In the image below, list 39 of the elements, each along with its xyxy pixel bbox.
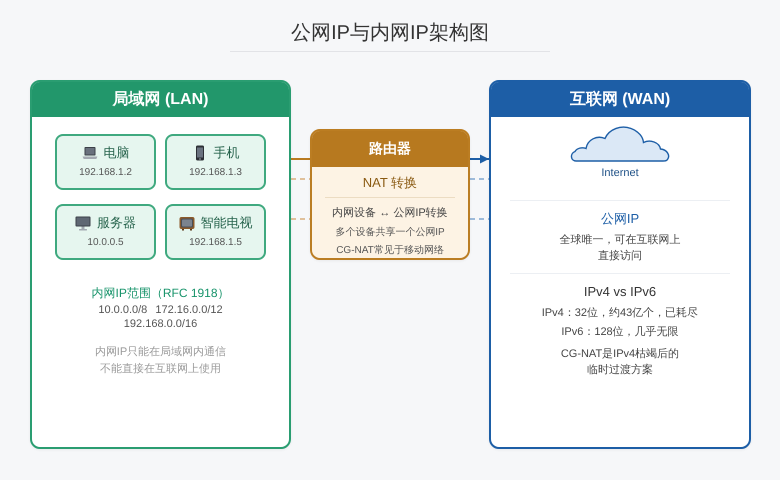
device-card (165, 134, 266, 190)
lan-panel (30, 80, 291, 449)
section-heading: IPv4 vs IPv6 (584, 283, 656, 301)
arrow (470, 154, 489, 164)
ip-range-text: 10.0.0.0/8 172.16.0.0/12 192.168.0.0/16 (97, 303, 224, 331)
ip-address: 192.168.1.2 (79, 166, 132, 180)
ip-address: 10.0.0.5 (87, 236, 124, 250)
device-name: 手机 (214, 144, 240, 162)
note-text: 内网IP只能在局域网内通信不能直接在互联网上使用 (94, 344, 228, 377)
dashed-connector (291, 218, 310, 220)
ip-address: 192.168.1.3 (189, 166, 242, 180)
panel-header: 局域网 (LAN) (32, 82, 289, 117)
ip-address: 192.168.1.5 (189, 236, 242, 250)
device-card (165, 204, 266, 260)
description-text: CG-NAT常见于移动网络 (336, 244, 444, 258)
description-text: 内网设备 ↔ 公网IP转换 (332, 206, 448, 221)
dashed-connector (291, 178, 310, 180)
dashed-connector (470, 218, 489, 220)
device-name: 电脑 (104, 144, 130, 162)
cloud-label: Internet (601, 166, 639, 180)
dashed-connector (470, 178, 489, 180)
router-box (310, 129, 470, 260)
device-name: 服务器 (97, 214, 136, 232)
connector-line (291, 158, 310, 160)
description-text: 全球唯一，可在互联网上直接访问 (558, 233, 682, 264)
section-heading: 内网IP范围（RFC 1918） (91, 285, 230, 301)
device-card (55, 204, 156, 260)
panel-header: 互联网 (WAN) (491, 82, 749, 117)
description-text: IPv4：32位，约43亿个，已耗尽 (542, 306, 698, 321)
panel-header: 路由器 (312, 131, 468, 167)
wan-panel (489, 80, 751, 449)
description-text: 多个设备共享一个公网IP (335, 226, 445, 240)
diagram-title: 公网IP与内网IP架构图 (291, 21, 489, 46)
device-card (55, 134, 156, 190)
device-name: 智能电视 (200, 214, 252, 232)
section-heading: NAT 转换 (362, 174, 418, 192)
section-heading: 公网IP (600, 210, 640, 228)
description-text: IPv6：128位，几乎无限 (561, 324, 679, 340)
description-text: CG-NAT是IPv4枯竭后的临时过渡方案 (560, 347, 680, 378)
